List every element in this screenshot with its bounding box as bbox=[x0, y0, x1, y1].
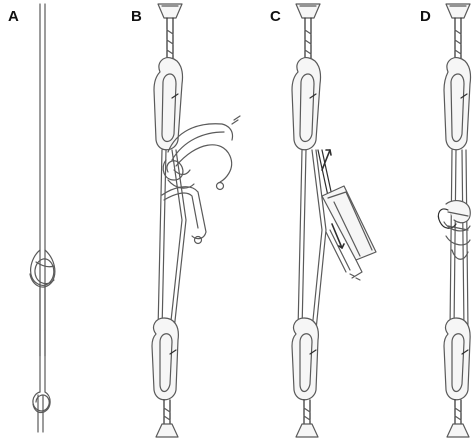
anchor-ring-top-c bbox=[296, 4, 320, 18]
panel-b-drawing bbox=[152, 4, 240, 437]
carabiner-bottom-d bbox=[444, 318, 470, 400]
rope-bottom-b bbox=[156, 400, 178, 437]
panel-c-drawing bbox=[292, 4, 376, 437]
carabiner-top-d bbox=[444, 58, 471, 150]
sliding-sheath-c bbox=[322, 186, 376, 278]
rope-strands-c bbox=[298, 150, 332, 330]
panel-d-drawing bbox=[438, 4, 470, 437]
overhand-knot-a bbox=[30, 250, 55, 330]
rope-bottom-d bbox=[447, 400, 469, 437]
panel-a-drawing bbox=[30, 4, 55, 432]
anchor-ring-top-b bbox=[158, 4, 182, 18]
rope-bottom-c bbox=[296, 400, 318, 437]
carabiner-top-c bbox=[292, 58, 321, 150]
rope-strands-d bbox=[450, 150, 468, 330]
carabiner-bottom-c bbox=[292, 318, 318, 400]
rope-strands-b bbox=[158, 150, 206, 330]
carabiner-bottom-b bbox=[152, 318, 178, 400]
stopper-knot-a bbox=[33, 330, 50, 413]
anchor-ring-top-d bbox=[446, 4, 470, 18]
rope-a bbox=[38, 4, 45, 432]
